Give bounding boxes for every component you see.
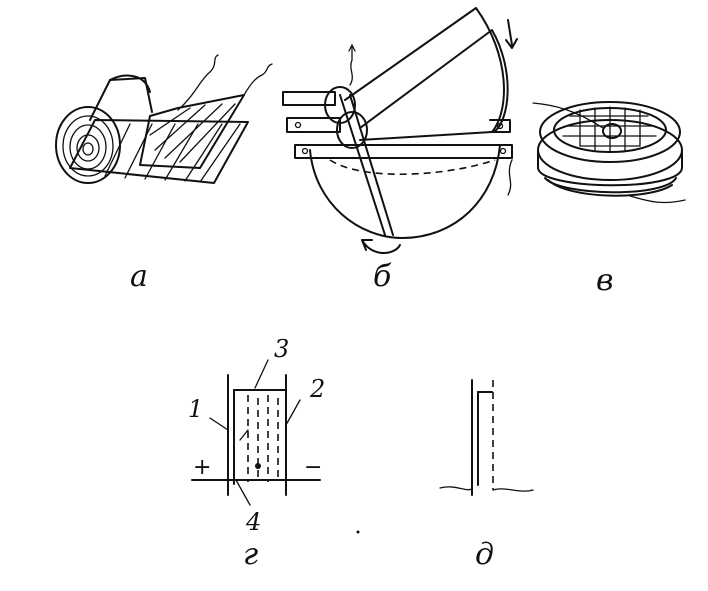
disk-capacitor-drawing xyxy=(532,101,686,204)
caption-g: г xyxy=(243,537,258,572)
plus-sign: + xyxy=(193,455,211,480)
variable-capacitor-drawing xyxy=(282,7,518,254)
electrolytic-cell-diagram xyxy=(191,359,321,506)
rolled-capacitor-drawing xyxy=(55,54,273,184)
stray-dot xyxy=(356,530,360,534)
caption-a: а xyxy=(130,259,148,294)
caption-b: б xyxy=(373,259,392,294)
caption-d: д xyxy=(475,537,494,572)
caption-v: в xyxy=(596,263,613,298)
minus-sign: − xyxy=(304,455,322,480)
label-4: 4 xyxy=(245,508,261,536)
label-1: 1 xyxy=(188,395,203,423)
label-3: 3 xyxy=(274,335,289,363)
simplified-capacitor-diagram xyxy=(439,379,534,496)
label-2: 2 xyxy=(309,375,325,403)
